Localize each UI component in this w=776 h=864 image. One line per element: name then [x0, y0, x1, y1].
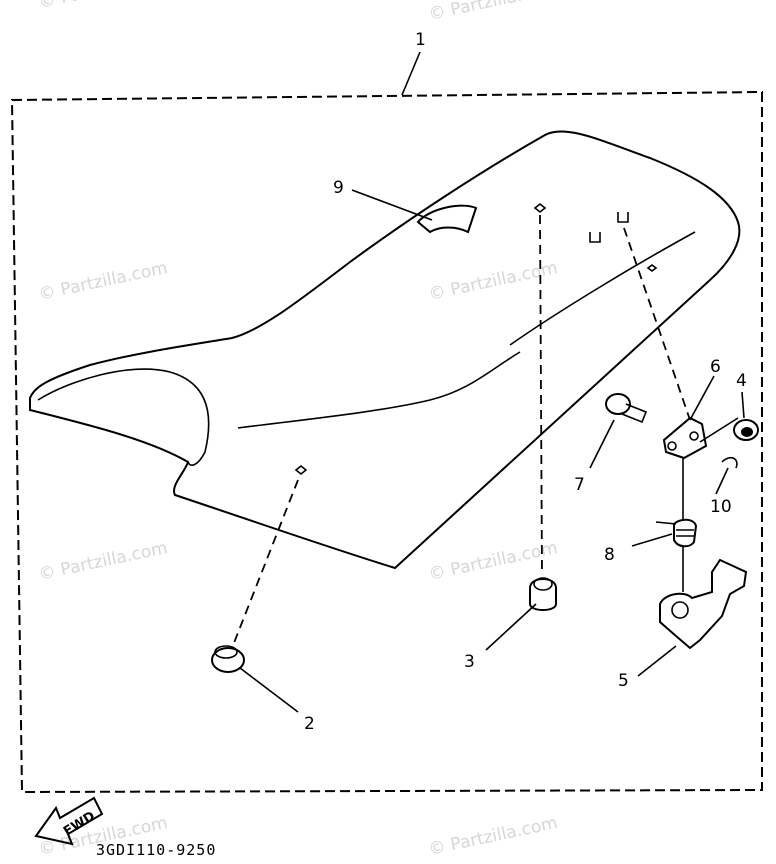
dash-line: [539, 214, 543, 576]
spring-arm: [655, 521, 677, 525]
seat-hole: [533, 202, 547, 214]
part-6-bracket: [662, 416, 708, 460]
seat-hole: [294, 464, 308, 476]
leader-line-8: [631, 533, 673, 547]
callout-1: 1: [415, 30, 426, 50]
bolt-shank: [621, 403, 648, 424]
watermark: © Partzilla.com: [37, 258, 169, 305]
callout-6: 6: [710, 357, 721, 377]
callouts: 1 9 2 3 4 6 7 10 8 5: [304, 30, 747, 734]
leader-line-2: [239, 667, 299, 713]
leader-line-4: [741, 391, 745, 419]
fwd-arrow-icon: [34, 796, 104, 846]
bracket-body: [662, 416, 708, 460]
bracket-hole: [667, 441, 677, 451]
seat-ridge-line: [509, 231, 696, 346]
callout-2: 2: [304, 714, 315, 734]
diagram-code: 3GDI110-9250: [96, 841, 216, 859]
callout-3: 3: [464, 652, 475, 672]
leader-line-9: [351, 189, 433, 221]
seat-hole: [646, 264, 658, 272]
part-8-spring: [655, 518, 698, 548]
hook-pivot: [671, 601, 689, 619]
seat-crease: [237, 351, 521, 429]
watermark: © Partzilla.com: [37, 0, 169, 13]
damper-top: [533, 577, 553, 591]
seat-outline: [29, 130, 741, 570]
leader-line-6: [689, 375, 715, 421]
damper-body: [211, 647, 245, 673]
leader-line-3: [485, 603, 537, 651]
part-3-damper: [529, 577, 557, 611]
assembly-border: [10, 90, 763, 794]
leader-line-4b: [699, 417, 739, 443]
leader-lines: [239, 51, 745, 713]
dash-line: [231, 479, 299, 649]
dash-line: [623, 227, 691, 421]
watermark: © Partzilla.com: [427, 813, 559, 860]
bracket-hole: [689, 431, 699, 441]
watermarks: © Partzilla.com © Partzilla.com © Partzi…: [37, 0, 559, 860]
part-2-damper: [211, 645, 245, 673]
seat-hole: [617, 212, 629, 223]
seat-front-cushion-edge: [37, 368, 210, 466]
assembly-lines: [231, 214, 691, 649]
callout-8: 8: [604, 545, 615, 565]
watermark: © Partzilla.com: [427, 0, 559, 25]
bolt-head: [605, 393, 631, 415]
seat-hole: [589, 232, 601, 243]
spring-wind: [676, 529, 694, 537]
part-7-bolt: [605, 393, 648, 424]
part-5-seat-lock-hook: [659, 558, 748, 650]
watermark: © Partzilla.com: [37, 538, 169, 585]
leader-line-7: [589, 419, 615, 469]
leader-line-10: [715, 467, 729, 495]
callout-9: 9: [333, 178, 344, 198]
part-4-grommet: [733, 419, 759, 441]
seat-strap-tab: [416, 204, 478, 234]
callout-10: 10: [710, 497, 732, 517]
hook-body: [659, 558, 748, 650]
leader-line-1: [401, 51, 421, 96]
seat-assembly: [29, 130, 741, 570]
spring-coil: [673, 518, 698, 548]
callout-5: 5: [618, 671, 629, 691]
grommet-hole: [741, 427, 753, 437]
leader-line-5: [637, 645, 677, 677]
damper-top: [214, 645, 238, 659]
callout-7: 7: [574, 475, 585, 495]
part-10-clip: [721, 456, 738, 469]
callout-4: 4: [736, 371, 747, 391]
